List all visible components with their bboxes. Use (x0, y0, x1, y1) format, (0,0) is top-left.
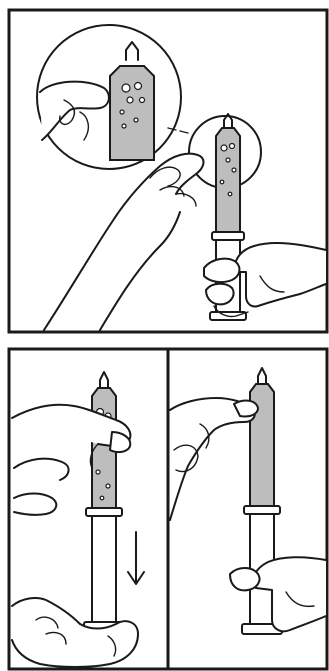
panel-top (9, 10, 327, 332)
panel-bottom (9, 349, 327, 669)
panel-bottom-left (12, 372, 144, 667)
magnifier-circle (37, 25, 181, 169)
arrow-down-icon (128, 532, 144, 584)
pushing-hand-icon (170, 398, 258, 520)
magnified-finger-icon (40, 82, 109, 140)
pulling-hand-icon (12, 598, 138, 667)
panel-bottom-right (170, 368, 326, 634)
holding-hand-icon (230, 557, 326, 631)
magnified-syringe-icon (110, 42, 154, 160)
tapping-hand-icon (44, 154, 203, 330)
